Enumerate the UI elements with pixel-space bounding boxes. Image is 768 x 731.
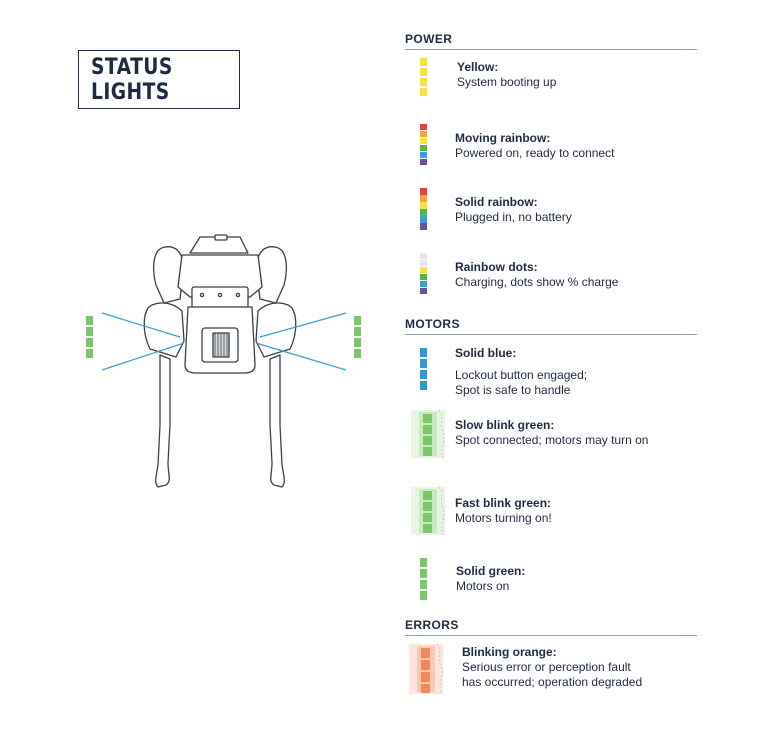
legend-desc: System booting up <box>457 75 557 89</box>
legend-desc: Lockout button engaged; <box>455 368 588 382</box>
motors-section: MOTORS <box>405 317 697 335</box>
light-swatch-icon <box>419 124 429 166</box>
errors-section: ERRORS <box>405 618 697 636</box>
errors-heading: ERRORS <box>405 618 697 636</box>
power-section: POWER <box>405 32 697 50</box>
legend-desc: Motors on <box>456 579 510 593</box>
light-swatch-icon <box>419 348 429 390</box>
legend-desc: Spot connected; motors may turn on <box>455 433 649 447</box>
legend-desc: Plugged in, no battery <box>455 210 572 224</box>
legend-desc: Spot is safe to handle <box>455 383 571 397</box>
legend-desc: has occurred; operation degraded <box>462 675 643 689</box>
legend-label: Moving rainbow: <box>455 131 551 145</box>
legend-label: Rainbow dots: <box>455 260 538 274</box>
spot-robot-icon <box>86 234 361 488</box>
legend-label: Fast blink green: <box>455 496 552 510</box>
legend-desc: Motors turning on! <box>455 511 552 525</box>
light-swatch-icon <box>419 58 429 98</box>
light-swatch-icon <box>419 253 429 297</box>
legend-label: Blinking orange: <box>462 645 557 659</box>
blink-swatch-icon <box>409 408 449 460</box>
motors-heading: MOTORS <box>405 317 697 335</box>
light-swatch-icon <box>419 558 429 600</box>
page-title: STATUS LIGHTS <box>91 54 173 105</box>
legend-label: Slow blink green: <box>455 418 555 432</box>
legend-label: Solid rainbow: <box>455 195 538 209</box>
legend-label: Solid blue: <box>455 346 517 360</box>
legend-label: Yellow: <box>457 60 499 74</box>
legend-desc: Powered on, ready to connect <box>455 146 615 160</box>
robot-illustration <box>80 225 370 505</box>
legend-desc: Charging, dots show % charge <box>455 275 619 289</box>
light-swatch-icon <box>419 188 429 232</box>
robot-status-lights <box>86 316 361 358</box>
title-box: STATUS LIGHTS <box>78 50 240 109</box>
power-heading: POWER <box>405 32 697 50</box>
blink-swatch-icon <box>409 485 449 537</box>
legend-desc: Serious error or perception fault <box>462 660 631 674</box>
blink-swatch-icon <box>407 642 447 696</box>
legend-label: Solid green: <box>456 564 526 578</box>
pointer-lines <box>101 312 347 371</box>
